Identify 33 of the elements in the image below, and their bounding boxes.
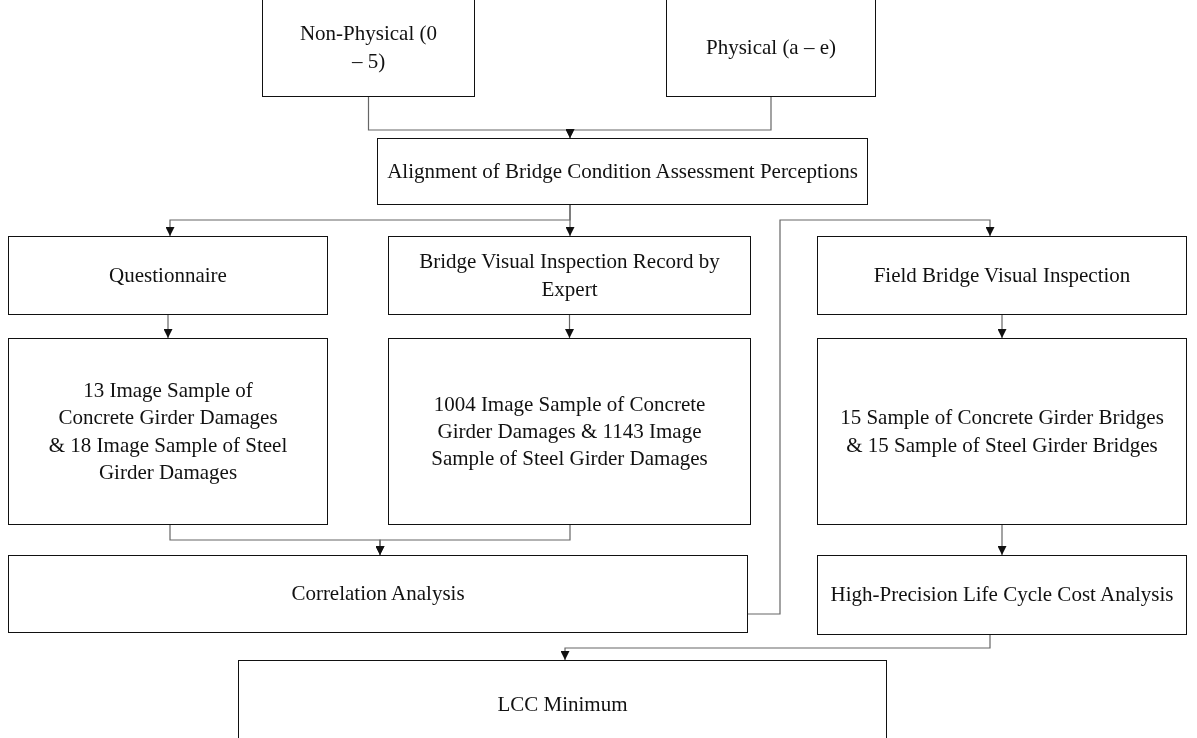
- process-box: [8, 555, 748, 633]
- box-label: LCC Minimum: [496, 691, 629, 719]
- arrow: [375, 524, 571, 556]
- box-label: 13 Image Sample of Concrete Girder Damages & 18 Image Sample of Steel Girder Damages: [47, 376, 289, 486]
- arrow: [565, 204, 575, 237]
- box-label: Non-Physical (0 – 5): [298, 20, 439, 75]
- box-label: Questionnaire: [108, 261, 228, 289]
- arrow: [163, 314, 173, 339]
- box-label: Field Bridge Visual Inspection: [872, 261, 1132, 289]
- process-box: [262, 0, 475, 97]
- process-box: [817, 338, 1187, 525]
- process-box: [238, 660, 887, 738]
- process-box: [377, 138, 868, 205]
- process-box: [388, 236, 751, 315]
- box-label: 15 Sample of Concrete Girder Bridges & 15 Sample of Steel Girder Bridges: [839, 404, 1165, 459]
- box-label: Correlation Analysis: [290, 580, 466, 608]
- arrow: [997, 314, 1007, 339]
- box-label: Bridge Visual Inspection Record by Expert: [418, 248, 721, 303]
- arrow: [747, 219, 995, 615]
- process-box: [666, 0, 876, 97]
- box-label: 1004 Image Sample of Concrete Girder Damages & 1143 Image Sample of Steel Girder Damages: [430, 390, 709, 473]
- process-box: [8, 236, 328, 315]
- box-label: Physical (a – e): [704, 33, 837, 61]
- arrow: [565, 314, 574, 339]
- process-box: [817, 555, 1187, 635]
- process-box: [817, 236, 1187, 315]
- box-label: High-Precision Life Cycle Cost Analysis: [829, 581, 1175, 609]
- process-box: [8, 338, 328, 525]
- process-box: [388, 338, 751, 525]
- arrow: [560, 634, 991, 661]
- box-label: Alignment of Bridge Condition Assessment Perceptions: [386, 157, 859, 185]
- arrow: [565, 96, 772, 139]
- arrow: [997, 524, 1007, 556]
